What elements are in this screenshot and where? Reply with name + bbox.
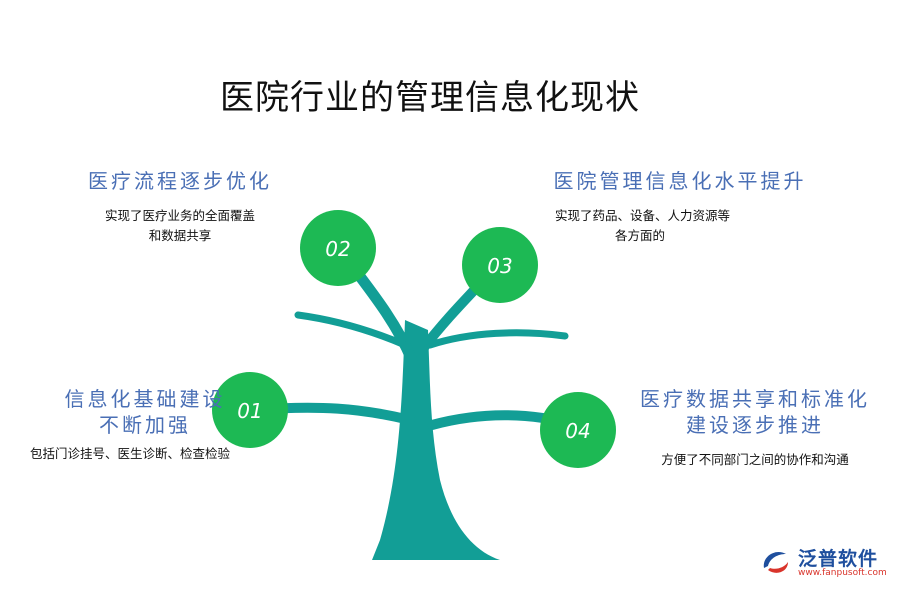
node-03-number: 03 [487, 254, 512, 278]
block-04: 医疗数据共享和标准化 建设逐步推进 方便了不同部门之间的协作和沟通 [615, 386, 895, 470]
block-01-desc-line1: 包括门诊挂号、医生诊断、检查检验 [29, 446, 230, 461]
block-02-desc-line2: 和数据共享 [148, 228, 212, 243]
node-04-number: 04 [565, 419, 590, 443]
block-03: 医院管理信息化水平提升 实现了药品、设备、人力资源等 各方面的 [520, 168, 840, 246]
logo-url-text: www.fanpusoft.com [798, 568, 887, 578]
node-01-number: 01 [237, 399, 262, 423]
block-02: 医疗流程逐步优化 实现了医疗业务的全面覆盖 和数据共享 [50, 168, 310, 246]
fanpu-logo: 泛普软件 www.fanpusoft.com [758, 544, 888, 584]
block-03-desc-line1: 实现了药品、设备、人力资源等 [555, 208, 731, 223]
node-02-number: 02 [325, 237, 350, 261]
twig-right [426, 329, 569, 349]
block-04-title-line1: 医疗数据共享和标准化 [640, 387, 870, 411]
block-01: 信息化基础建设 不断加强 包括门诊挂号、医生诊断、检查检验 [10, 386, 250, 464]
block-03-title: 医院管理信息化水平提升 [553, 169, 807, 193]
block-01-title-line2: 不断加强 [99, 413, 191, 437]
block-03-desc-line2: 各方面的 [615, 228, 666, 243]
block-04-title-line2: 建设逐步推进 [686, 413, 824, 437]
fanpu-logo-icon [763, 551, 788, 573]
node-04: 04 [540, 392, 616, 468]
twig-left [294, 311, 409, 349]
page-title: 医院行业的管理信息化现状 [220, 78, 640, 118]
tree-trunk [372, 320, 500, 560]
logo-brand-text: 泛普软件 [798, 548, 879, 570]
block-01-title-line1: 信息化基础建设 [64, 387, 226, 411]
node-03: 03 [462, 227, 538, 303]
block-02-desc-line1: 实现了医疗业务的全面覆盖 [104, 208, 255, 223]
block-04-desc-line1: 方便了不同部门之间的协作和沟通 [661, 452, 849, 467]
node-01: 01 [212, 372, 288, 448]
block-02-title: 医疗流程逐步优化 [88, 169, 272, 193]
node-02: 02 [300, 210, 376, 286]
